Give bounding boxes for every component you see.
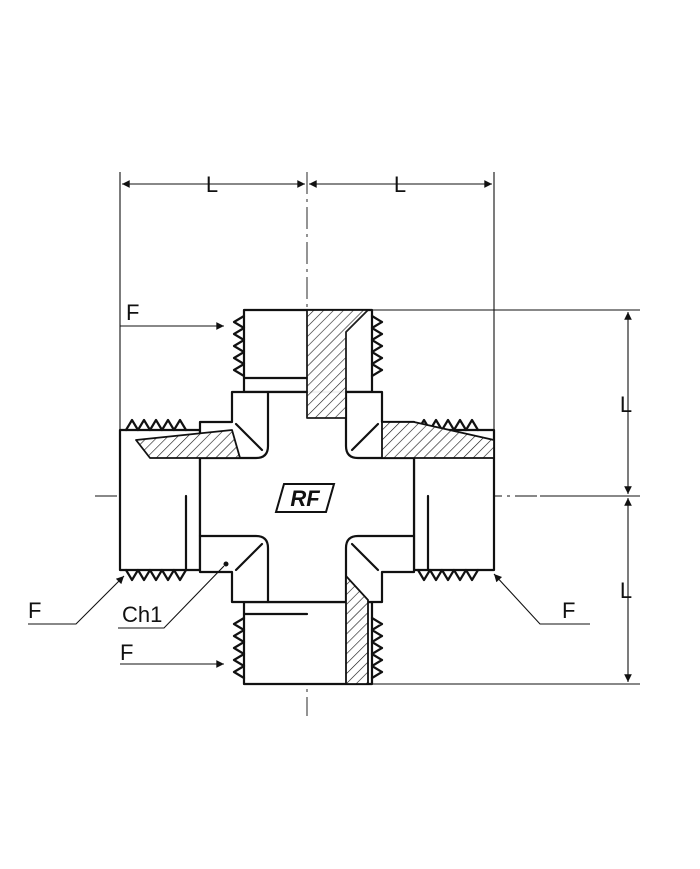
chamfer-marks — [223, 422, 380, 572]
section-hatching — [135, 309, 495, 685]
dim-label-top-right: L — [394, 172, 406, 197]
dim-label-top-left: L — [206, 172, 218, 197]
extension-lines — [119, 172, 640, 685]
dimension-labels: L L L L — [206, 172, 632, 603]
dim-label-right-lower: L — [620, 578, 632, 603]
thread-label-bottom: F — [120, 640, 133, 665]
thread-label-right: F — [562, 598, 575, 623]
chamfer-label: Ch1 — [122, 602, 162, 627]
thread-labels: F F F F Ch1 — [28, 300, 575, 665]
thread-label-left: F — [28, 598, 41, 623]
leader-lines — [28, 322, 590, 668]
logo-text: RF — [290, 486, 320, 511]
rf-logo: RF — [274, 483, 336, 513]
dimension-lines — [122, 180, 632, 683]
dim-label-right-upper: L — [620, 392, 632, 417]
thread-label-top: F — [126, 300, 139, 325]
